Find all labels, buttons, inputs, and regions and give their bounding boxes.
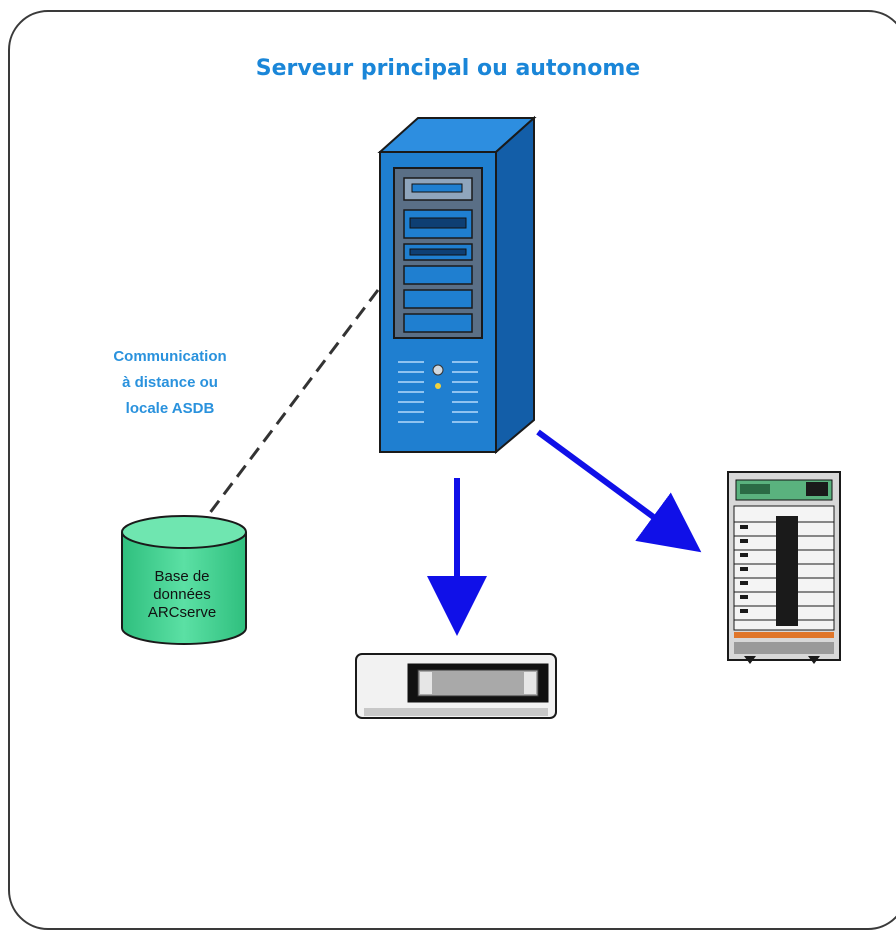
asdb-communication-label: Communication à distance ou locale ASDB bbox=[80, 344, 260, 422]
tape-drive-icon bbox=[355, 653, 557, 719]
database-label-line-1: Base de bbox=[154, 568, 210, 585]
asdb-communication-line-1: Communication bbox=[113, 348, 227, 365]
asdb-communication-line-3: locale ASDB bbox=[125, 400, 215, 417]
server-tower-icon bbox=[377, 115, 537, 455]
diagram-title: Serveur principal ou autonome bbox=[255, 56, 641, 81]
tape-library-icon bbox=[727, 471, 841, 664]
database-label: Base de données ARCserve bbox=[118, 568, 246, 622]
asdb-communication-line-2: à distance ou bbox=[122, 374, 218, 391]
database-label-line-3: ARCserve bbox=[147, 604, 217, 621]
asdb-connection-line bbox=[204, 289, 380, 519]
arrow-to-tape-library bbox=[536, 429, 702, 553]
database-label-line-2: données bbox=[153, 586, 211, 603]
database-cylinder-icon bbox=[121, 515, 247, 645]
